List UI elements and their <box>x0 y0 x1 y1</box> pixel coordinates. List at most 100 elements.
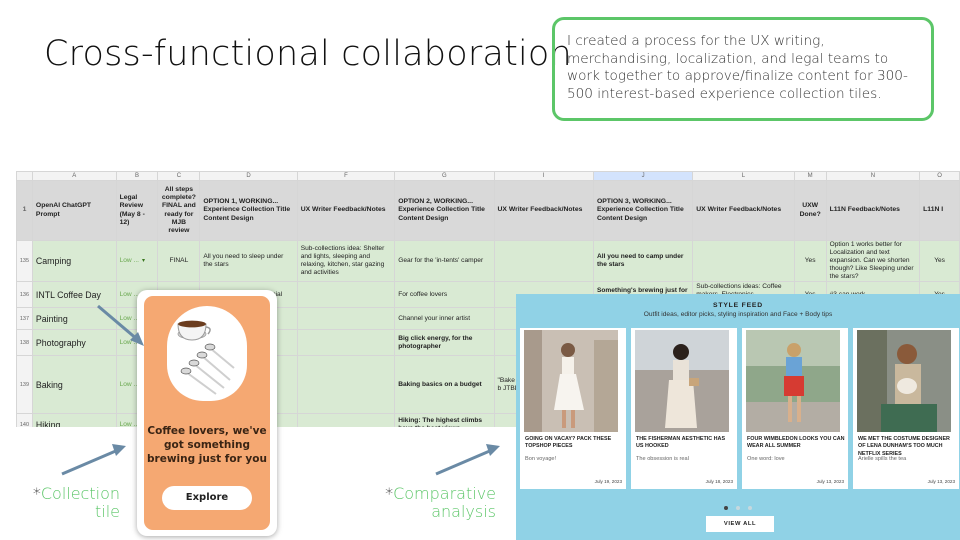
dropdown-arrow-icon[interactable]: ▾ <box>142 258 146 264</box>
column-letter-d[interactable]: D <box>199 171 298 181</box>
header-cell-option3[interactable]: OPTION 3, WORKING... Experience Collecti… <box>592 180 694 241</box>
feed-card[interactable]: THE FISHERMAN AESTHETIC HAS US HOOKED Th… <box>631 328 737 489</box>
cell-uxw-done[interactable]: Yes <box>793 240 827 282</box>
cell-option2[interactable]: Baking basics on a budget <box>394 355 495 414</box>
column-letter-c[interactable]: C <box>157 171 201 181</box>
cell-uxw-notes-1[interactable] <box>296 355 396 414</box>
row-number[interactable]: 138 <box>16 329 33 356</box>
comparative-analysis-label: *Comparative analysis <box>376 485 496 521</box>
pointer-arrow-icon <box>435 444 500 476</box>
column-letter-g[interactable]: G <box>394 171 495 181</box>
cell-option3[interactable]: All you need to camp under the stars <box>592 240 694 282</box>
pagination-dots <box>516 497 960 515</box>
row-number[interactable]: 140 <box>16 413 33 427</box>
row-number[interactable]: 139 <box>16 355 33 414</box>
header-cell-final[interactable]: All steps complete? FINAL and ready for … <box>157 180 201 241</box>
view-all-button[interactable]: VIEW ALL <box>706 516 774 532</box>
cell-uxw-notes-2[interactable] <box>493 240 594 282</box>
cell-final-status[interactable]: FINAL <box>157 240 201 282</box>
header-cell-uxw-notes-1[interactable]: UX Writer Feedback/Notes <box>296 180 396 241</box>
header-cell-uxw-notes-3[interactable]: UX Writer Feedback/Notes <box>692 180 795 241</box>
collection-tile-card: Coffee lovers, we've got something brewi… <box>144 296 270 530</box>
cell-l11n-notes[interactable]: Option 1 works better for Localization a… <box>825 240 921 282</box>
cell-legal-review[interactable]: Low ...▾ <box>115 240 159 282</box>
feed-card[interactable]: WE MET THE COSTUME DESIGNER OF LENA DUNH… <box>853 328 959 489</box>
cell-prompt[interactable]: Hiking <box>31 413 117 427</box>
header-cell-prompt[interactable]: OpenAI ChatGPT Prompt <box>31 180 117 241</box>
cell-option2[interactable]: Big click energy, for the photographer <box>394 329 495 356</box>
tile-heading: Coffee lovers, we've got something brewi… <box>147 425 267 465</box>
header-cell-option2[interactable]: OPTION 2, WORKING... Experience Collecti… <box>394 180 495 241</box>
column-letter-n[interactable]: N <box>825 171 921 181</box>
header-cell-l11n-i[interactable]: L11N I <box>919 180 960 241</box>
cell-prompt[interactable]: Painting <box>31 307 117 330</box>
feed-card[interactable]: FOUR WIMBLEDON LOOKS YOU CAN WEAR ALL SU… <box>742 328 848 489</box>
column-letter-i[interactable]: I <box>493 171 594 181</box>
cell-uxw-notes-1[interactable] <box>296 329 396 356</box>
cell-prompt[interactable]: INTL Coffee Day <box>31 281 117 308</box>
header-cell-l11n-notes[interactable]: L11N Feedback/Notes <box>825 180 921 241</box>
label-text: tile <box>94 502 120 521</box>
callout-box: I created a process for the UX writing, … <box>552 17 934 121</box>
pagination-dot[interactable] <box>723 506 728 510</box>
cell-option2[interactable]: Gear for the 'in-tents' camper <box>394 240 495 282</box>
row-number[interactable]: 135 <box>16 240 33 282</box>
coffee-cup-icon <box>177 320 235 395</box>
cell-legal-review-text: Low ... <box>119 380 139 388</box>
row-number-text: 137 <box>19 315 30 322</box>
column-letter-l[interactable]: L <box>692 171 795 181</box>
pagination-dot[interactable] <box>748 506 753 510</box>
cell-legal-review-text: Low ... <box>119 314 139 322</box>
column-letter-b[interactable]: B <box>115 171 159 181</box>
column-letter-j[interactable]: J <box>592 171 694 181</box>
card-title: GOING ON VACAY? PACK THESE TOPSHOP PIECE… <box>525 436 612 450</box>
column-letter-m[interactable]: M <box>793 171 827 181</box>
label-text: Comparative <box>393 484 496 503</box>
card-subtitle: Arielle spills the tea <box>858 456 907 462</box>
cell-l11n-i[interactable]: Yes <box>919 240 960 282</box>
cell-prompt-text: Baking <box>35 379 63 390</box>
row-number-text: 136 <box>19 291 30 298</box>
column-letter-row: A B C D F G I J L M N O <box>16 171 960 181</box>
column-letter-o[interactable]: O <box>919 171 960 181</box>
cell-option2-text: For coffee lovers <box>398 290 448 298</box>
feed-card[interactable]: GOING ON VACAY? PACK THESE TOPSHOP PIECE… <box>520 328 626 489</box>
header-cell-legal[interactable]: Legal Review (May 8 - 12) <box>115 180 159 241</box>
cell-option2[interactable]: For coffee lovers <box>394 281 495 308</box>
card-subtitle: The obsession is real <box>636 456 689 462</box>
cell-option2[interactable]: Channel your inner artist <box>394 307 495 330</box>
cell-uxw-notes-1[interactable] <box>296 307 396 330</box>
header-cell-uxw-done[interactable]: UXW Done? <box>793 180 827 241</box>
column-letter-f[interactable]: F <box>296 171 396 181</box>
card-title: THE FISHERMAN AESTHETIC HAS US HOOKED <box>636 436 726 450</box>
cell-option2-text: Hiking: The highest climbs have the best… <box>398 416 483 428</box>
collection-tile[interactable]: Coffee lovers, we've got something brewi… <box>137 290 277 536</box>
cell-uxw-notes-1[interactable] <box>296 413 396 427</box>
cell-uxw-notes-3[interactable] <box>692 240 795 282</box>
cell-uxw-notes-1[interactable] <box>296 281 396 308</box>
cell-legal-review-text: Low ... <box>119 290 139 298</box>
label-text: analysis <box>431 502 496 521</box>
cell-uxw-notes-1-text: Sub-collections idea: Shelter and lights… <box>300 245 385 276</box>
cell-option3-text: All you need to camp under the stars <box>596 253 684 268</box>
header-cell-option1[interactable]: OPTION 1, WORKING... Experience Collecti… <box>199 180 298 241</box>
cell-option2[interactable]: Hiking: The highest climbs have the best… <box>394 413 495 428</box>
cell-prompt[interactable]: Baking <box>31 355 117 414</box>
collection-tile-label: *Collection tile <box>24 485 120 521</box>
column-letter-a[interactable]: A <box>31 171 117 181</box>
row-number[interactable]: 1 <box>16 180 33 241</box>
row-number[interactable]: 136 <box>16 281 33 308</box>
cell-final-status-text: FINAL <box>169 257 189 264</box>
row-number-text: 135 <box>19 258 30 264</box>
cell-uxw-notes-1[interactable]: Sub-collections idea: Shelter and lights… <box>296 240 396 282</box>
cell-prompt[interactable]: Photography <box>31 329 117 356</box>
cell-option1[interactable]: All you need to sleep under the stars <box>199 240 298 282</box>
header-cell-uxw-notes-2[interactable]: UX Writer Feedback/Notes <box>493 180 594 241</box>
explore-button[interactable]: Explore <box>162 486 252 510</box>
pagination-dot[interactable] <box>736 506 740 510</box>
row-number-text: 139 <box>19 381 30 388</box>
cell-prompt[interactable]: Camping <box>31 240 117 282</box>
row-number[interactable]: 137 <box>16 307 33 330</box>
corner-cell[interactable] <box>16 171 33 181</box>
